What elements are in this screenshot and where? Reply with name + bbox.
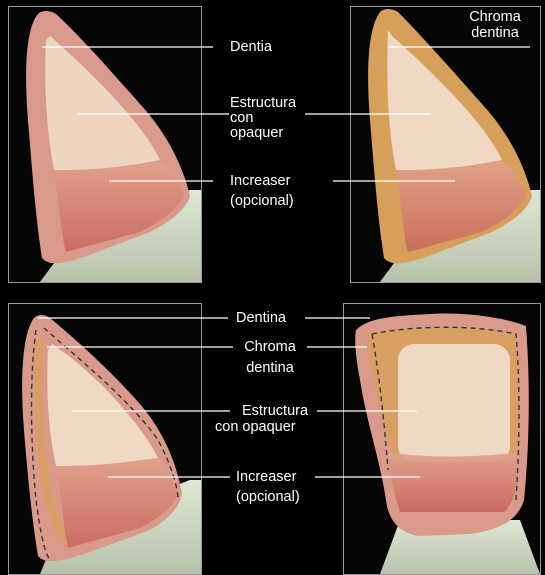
label-dentina-bottom: dentina	[232, 361, 308, 376]
label-estructura: Estructura	[230, 96, 296, 111]
tooth-top-left	[26, 11, 201, 282]
label-opcional: (opcional)	[230, 194, 294, 209]
tooth-top-right	[368, 9, 540, 282]
label-dentia: Dentia	[230, 40, 272, 55]
tooth-bottom-right	[355, 314, 540, 575]
label-chroma-bottom: Chroma	[232, 340, 308, 355]
label-increaser-bottom: Increaser	[236, 470, 296, 485]
tooth-bottom-left	[22, 315, 201, 574]
label-con: con	[230, 111, 253, 126]
label-chroma-dentina: dentina	[460, 26, 530, 41]
label-dentina: Dentina	[236, 311, 286, 326]
label-con-opaquer-bottom: con opaquer	[215, 420, 296, 435]
label-opaquer: opaquer	[230, 126, 283, 141]
label-estructura-bottom: Estructura	[230, 404, 320, 419]
label-increaser: Increaser	[230, 174, 290, 189]
label-chroma: Chroma	[460, 10, 530, 25]
label-opcional-bottom: (opcional)	[236, 490, 300, 505]
